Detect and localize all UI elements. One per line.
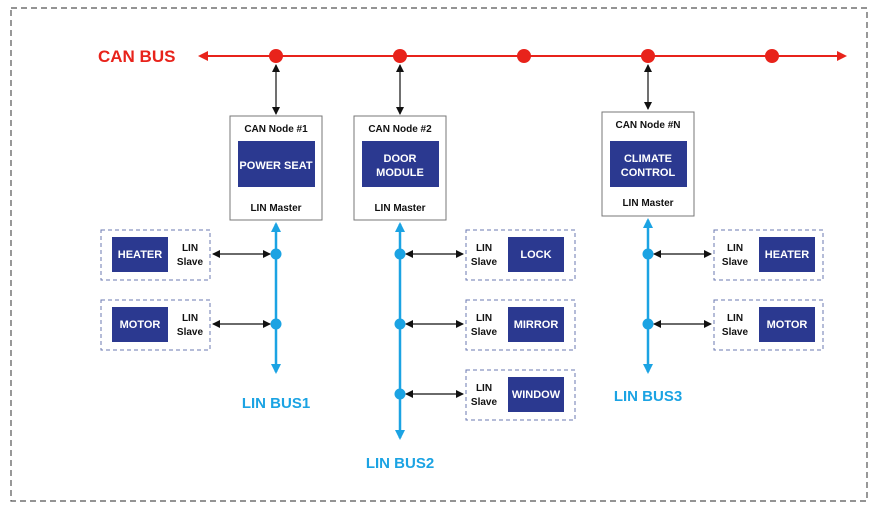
lin-slave-heater-3: HEATER LIN Slave: [713, 229, 824, 281]
lin-slave-motor-1: MOTOR LIN Slave: [100, 299, 211, 351]
slave-name: HEATER: [118, 249, 162, 261]
lin-bus-junction: [642, 318, 654, 330]
slave-name: MOTOR: [120, 319, 161, 331]
module-label: CLIMATE: [624, 153, 672, 165]
slave-name: HEATER: [765, 249, 809, 261]
can-node-n: CAN Node #N CLIMATE CONTROL LIN Master: [601, 111, 695, 217]
power-seat-module: [238, 141, 315, 187]
node-role: LIN Master: [250, 203, 301, 214]
slave-role: LIN: [182, 243, 198, 254]
lin-slave-mirror: MIRROR LIN Slave: [465, 299, 576, 351]
can-node-title: CAN Node #2: [368, 124, 432, 135]
node-role: LIN Master: [622, 198, 673, 209]
slave-role: Slave: [177, 257, 204, 268]
can-node-2: CAN Node #2 DOOR MODULE LIN Master: [353, 115, 447, 221]
slave-role: LIN: [727, 243, 743, 254]
can-node-title: CAN Node #1: [244, 124, 308, 135]
slave-role: LIN: [182, 313, 198, 324]
slave-role: LIN: [727, 313, 743, 324]
lin-bus-junction: [270, 248, 282, 260]
lin-slave-heater-1: HEATER LIN Slave: [100, 229, 211, 281]
node-role: LIN Master: [374, 203, 425, 214]
slave-role: Slave: [471, 257, 498, 268]
lin-bus-label: LIN BUS2: [366, 455, 434, 472]
slave-name: WINDOW: [512, 389, 561, 401]
slave-role: Slave: [471, 327, 498, 338]
lin-slave-window: WINDOW LIN Slave: [465, 369, 576, 421]
slave-name: MOTOR: [767, 319, 808, 331]
can-node-title: CAN Node #N: [615, 120, 680, 131]
climate-control-module: [610, 141, 687, 187]
can-bus-label: CAN BUS: [98, 47, 175, 66]
lin-bus-junction: [642, 248, 654, 260]
can-bus-junction: [517, 49, 531, 63]
lin-slave-motor-3: MOTOR LIN Slave: [713, 299, 824, 351]
lin-bus-junction: [394, 248, 406, 260]
slave-name: MIRROR: [514, 319, 559, 331]
slave-role: Slave: [177, 327, 204, 338]
door-module: [362, 141, 439, 187]
slave-name: LOCK: [520, 249, 551, 261]
lin-slave-lock: LOCK LIN Slave: [465, 229, 576, 281]
can-bus-junction: [393, 49, 407, 63]
diagram-frame: [10, 7, 868, 502]
module-label: MODULE: [376, 167, 424, 179]
can-bus-junction: [641, 49, 655, 63]
can-bus-junction: [765, 49, 779, 63]
slave-role: Slave: [722, 257, 749, 268]
slave-role: LIN: [476, 383, 492, 394]
slave-role: Slave: [471, 397, 498, 408]
module-label: POWER SEAT: [239, 160, 312, 172]
module-label: CONTROL: [621, 167, 676, 179]
module-label: DOOR: [384, 153, 417, 165]
can-bus-junction: [269, 49, 283, 63]
lin-bus-junction: [394, 388, 406, 400]
lin-bus-label: LIN BUS1: [242, 395, 310, 412]
slave-role: LIN: [476, 243, 492, 254]
lin-bus-label: LIN BUS3: [614, 388, 682, 405]
lin-bus-junction: [270, 318, 282, 330]
lin-bus-junction: [394, 318, 406, 330]
slave-role: LIN: [476, 313, 492, 324]
can-node-1: CAN Node #1 POWER SEAT LIN Master: [229, 115, 323, 221]
slave-role: Slave: [722, 327, 749, 338]
